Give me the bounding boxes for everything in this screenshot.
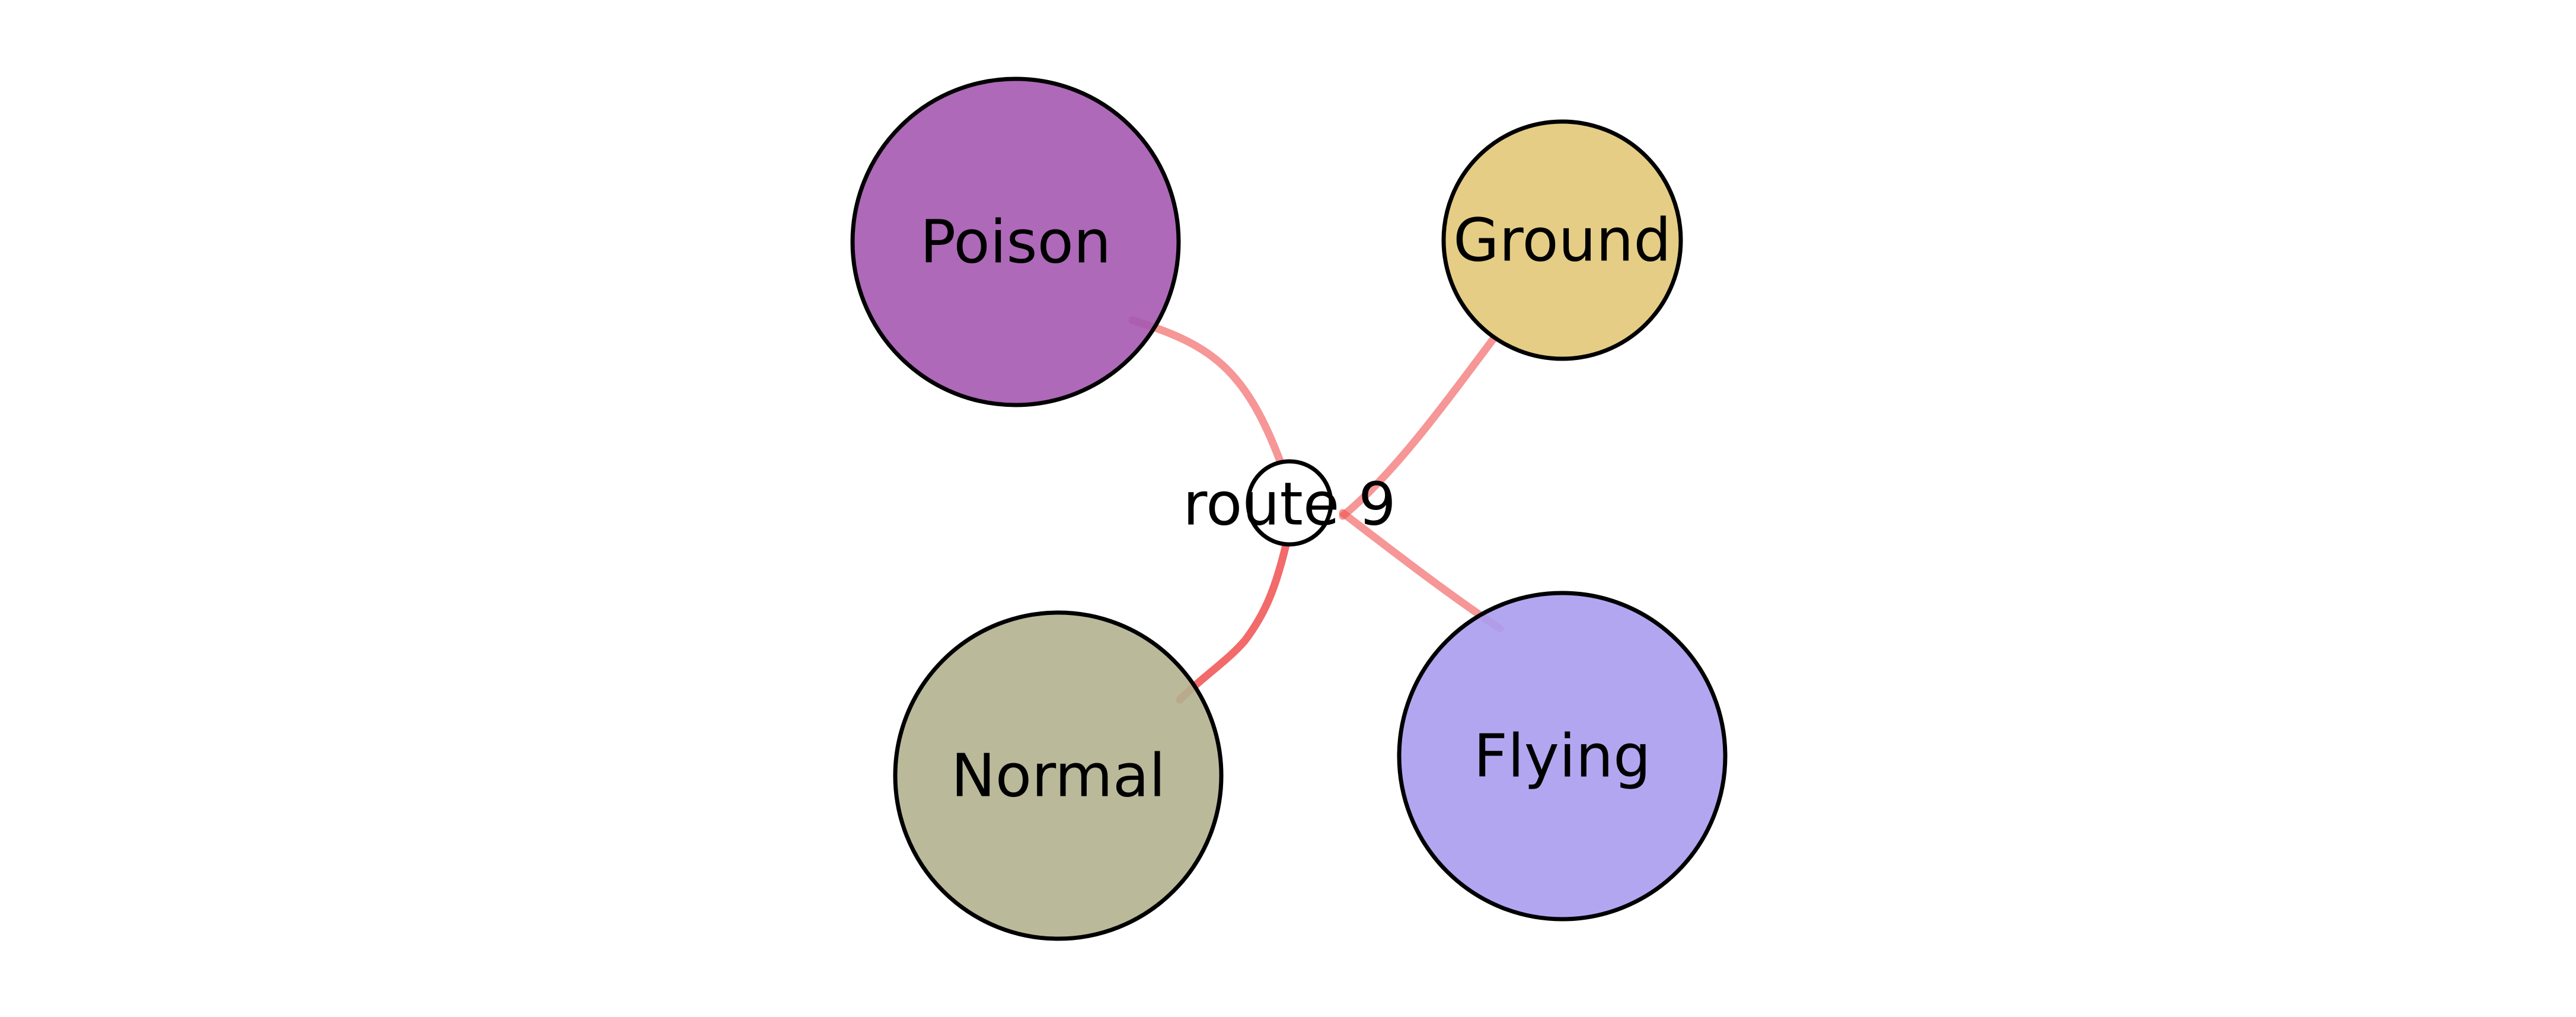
edge-route9-ground — [1339, 334, 1498, 520]
node-normal-circle — [893, 610, 1224, 941]
node-route-9-circle — [1246, 459, 1333, 547]
node-poison-circle — [850, 76, 1181, 407]
edge-route9-poison — [1128, 316, 1285, 467]
node-ground-circle — [1441, 119, 1683, 361]
node-normal-label: Normal — [951, 741, 1166, 811]
node-route-9[interactable]: route 9 — [1183, 459, 1396, 547]
node-ground-label: Ground — [1453, 206, 1671, 275]
node-normal[interactable]: Normal — [893, 610, 1224, 941]
node-flying-label: Flying — [1473, 722, 1651, 791]
node-poison[interactable]: Poison — [850, 76, 1181, 407]
node-flying[interactable]: Flying — [1397, 591, 1728, 922]
node-poison-label: Poison — [920, 208, 1111, 277]
node-ground[interactable]: Ground — [1441, 119, 1683, 361]
node-route-9-label: route 9 — [1183, 470, 1396, 539]
node-flying-circle — [1397, 591, 1728, 922]
edge-route9-normal — [1176, 538, 1291, 704]
